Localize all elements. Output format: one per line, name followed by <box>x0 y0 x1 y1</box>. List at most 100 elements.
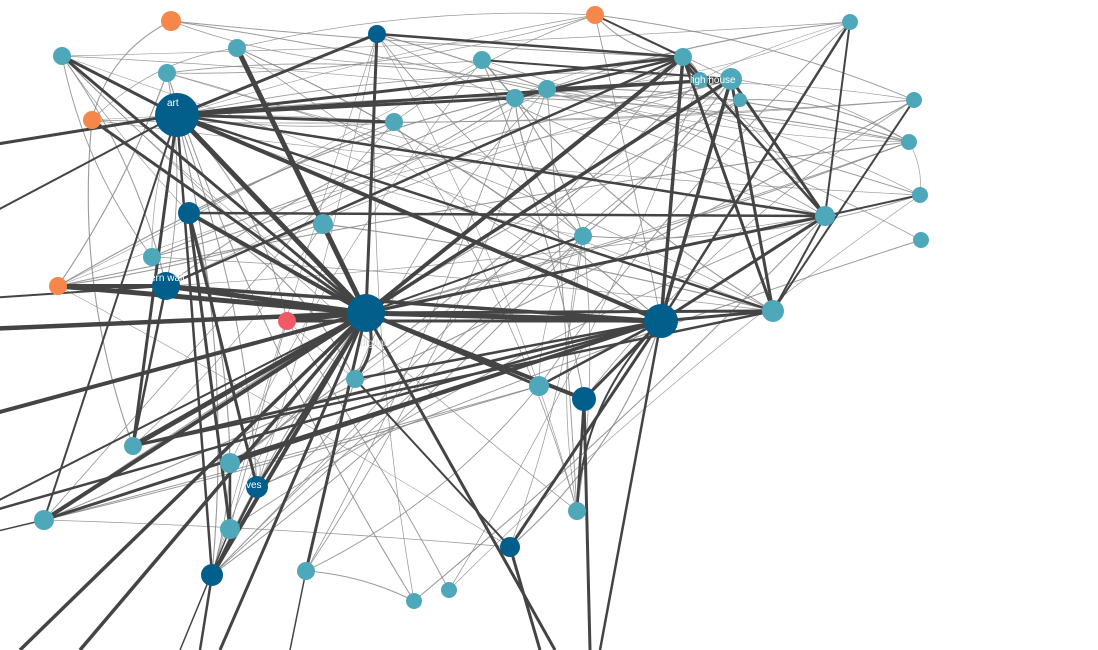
graph-node-light[interactable] <box>53 47 71 65</box>
graph-edge-thin <box>354 78 732 380</box>
graph-edge-thin <box>305 570 415 602</box>
graph-node-light[interactable] <box>441 582 457 598</box>
graph-node-light[interactable] <box>228 39 246 57</box>
graph-edge-thin <box>376 33 826 217</box>
graph-node-dark[interactable] <box>246 476 268 498</box>
graph-node-dark[interactable] <box>178 202 200 224</box>
graph-node-light[interactable] <box>568 502 586 520</box>
graph-node-light[interactable] <box>506 89 524 107</box>
graph-node-light[interactable] <box>220 453 240 473</box>
graph-node-orange[interactable] <box>49 277 67 295</box>
graph-edge-thin <box>365 141 910 314</box>
graph-edge <box>175 114 214 576</box>
graph-edge <box>508 546 542 650</box>
graph-node-dark[interactable] <box>368 25 386 43</box>
graph-node-light[interactable] <box>297 562 315 580</box>
graph-node-light[interactable] <box>473 51 491 69</box>
graph-edge <box>176 113 662 323</box>
graph-node-light[interactable] <box>574 227 592 245</box>
graph-node-light[interactable] <box>529 376 549 396</box>
graph-edge-thin <box>61 55 153 258</box>
graph-node-dark[interactable] <box>644 304 678 338</box>
graph-node-orange[interactable] <box>83 111 101 129</box>
graph-node-light[interactable] <box>913 232 929 248</box>
graph-edge <box>0 310 367 331</box>
graph-edge <box>188 211 826 218</box>
graph-node-red[interactable] <box>278 312 296 330</box>
graph-edge-thin <box>236 47 662 322</box>
graph-edge-thin <box>538 21 851 387</box>
graph-edge-thin <box>170 20 483 65</box>
graph-node-light[interactable] <box>842 14 858 30</box>
graph-edge-thin <box>229 320 288 530</box>
graph-edge-thin <box>305 88 548 572</box>
graph-edge-thin <box>151 78 732 258</box>
graph-edge-thin <box>413 215 826 602</box>
graph-edge <box>659 78 733 322</box>
graph-edge <box>176 55 684 117</box>
graph-edge-thin <box>594 14 915 101</box>
graph-edge <box>165 284 662 323</box>
graph-edge-thin <box>211 235 584 576</box>
graph-node-light[interactable] <box>313 214 333 234</box>
graph-node-light[interactable] <box>538 80 556 98</box>
graph-edge-thin <box>739 99 910 143</box>
graph-edge-thin <box>376 33 548 90</box>
graph-node-dark[interactable] <box>500 537 520 557</box>
graph-edge-thin <box>546 21 851 90</box>
graph-edge-thin <box>57 72 168 287</box>
graph-edge-thin <box>730 78 910 143</box>
graph-edge <box>131 310 368 449</box>
graph-node-dark[interactable] <box>347 294 385 332</box>
graph-node-light[interactable] <box>901 134 917 150</box>
graph-edge <box>508 320 663 548</box>
graph-node-dark[interactable] <box>201 564 223 586</box>
graph-edge-thin <box>481 59 922 241</box>
graph-node-light[interactable] <box>906 92 922 108</box>
graph-node-light[interactable] <box>406 593 422 609</box>
graph-node-dark[interactable] <box>572 387 596 411</box>
graph-edge-thin <box>165 215 826 287</box>
graph-edge <box>165 55 684 288</box>
graph-node-light[interactable] <box>692 72 708 88</box>
graph-edge <box>218 312 368 650</box>
graph-node-dark[interactable] <box>155 93 199 137</box>
graph-edge <box>659 56 685 322</box>
graph-edge-thin <box>546 88 910 143</box>
graph-edge <box>824 194 921 217</box>
graph-node-light[interactable] <box>220 519 240 539</box>
graph-node-light[interactable] <box>720 68 742 90</box>
graph-edge <box>0 312 367 501</box>
graph-edge <box>481 59 732 80</box>
graph-node-orange[interactable] <box>161 11 181 31</box>
graph-edge <box>365 309 774 315</box>
graph-edge <box>594 14 684 58</box>
graph-edge-thin <box>582 78 732 237</box>
graph-node-orange[interactable] <box>586 6 604 24</box>
graph-node-light[interactable] <box>385 113 403 131</box>
graph-node-light[interactable] <box>912 187 928 203</box>
graph-edge <box>681 56 775 312</box>
graph-node-light[interactable] <box>762 300 784 322</box>
graph-edge <box>179 528 231 650</box>
graph-node-light[interactable] <box>733 93 747 107</box>
node-layer <box>34 6 929 609</box>
graph-edge <box>0 311 367 414</box>
graph-edge-thin <box>61 21 851 57</box>
graph-node-light[interactable] <box>346 370 364 388</box>
graph-edge-thin <box>43 385 540 521</box>
graph-edge <box>132 319 662 448</box>
graph-edge-thin <box>594 14 662 322</box>
graph-node-dark[interactable] <box>152 272 180 300</box>
graph-node-light[interactable] <box>34 510 54 530</box>
graph-node-light[interactable] <box>143 248 161 266</box>
graph-node-light[interactable] <box>674 48 692 66</box>
graph-edge-thin <box>538 235 584 387</box>
graph-edge <box>43 114 178 521</box>
graph-edge-thin <box>376 33 578 512</box>
graph-node-light[interactable] <box>815 206 835 226</box>
graph-node-light[interactable] <box>124 437 142 455</box>
graph-node-light[interactable] <box>158 64 176 82</box>
graph-edge-thin <box>393 99 915 123</box>
